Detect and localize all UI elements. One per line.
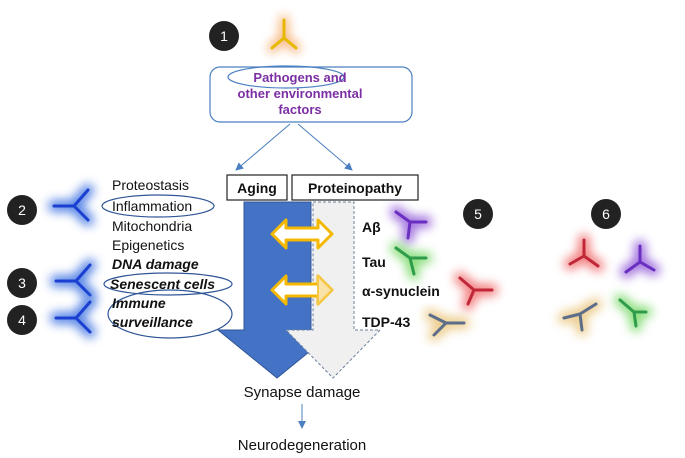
badge-4: 4 [7, 305, 37, 335]
aging-factors-list: Proteostasis Inflammation Mitochondria E… [101, 177, 233, 339]
pathogens-line3: factors [278, 102, 321, 117]
badge-1-label: 1 [220, 28, 228, 44]
factor-senescent-cells: Senescent cells [110, 276, 215, 292]
protein-asyn: α-synuclein [362, 283, 440, 299]
badge-3-label: 3 [18, 275, 26, 291]
antibody-icon-combo-red [564, 234, 604, 272]
double-arrow-bottom [270, 274, 334, 306]
badge-1: 1 [209, 21, 239, 51]
connector-to-aging [235, 123, 291, 171]
antibody-icon-combo-purple [620, 240, 660, 278]
antibody-icon-green [390, 242, 432, 280]
antibody-icon-blue-inflammation [48, 184, 94, 226]
pathogens-box: Pathogens and other environmental factor… [209, 65, 413, 123]
badge-5-label: 5 [474, 206, 482, 222]
antibody-combo-group [558, 234, 660, 336]
badge-6: 6 [591, 199, 621, 229]
antibody-icon-combo-grey [558, 298, 602, 336]
aging-label: Aging [237, 180, 277, 196]
proteinopathy-box: Proteinopathy [291, 174, 419, 201]
antibody-icon-purple [390, 206, 432, 244]
protein-list: Aβ Tau α-synuclein TDP-43 [362, 219, 440, 330]
protein-abeta: Aβ [362, 219, 381, 235]
pathogens-line1: Pathogens and [253, 70, 346, 85]
inflammation-highlight [101, 194, 215, 218]
outcome-synapse-damage: Synapse damage [244, 384, 361, 401]
aging-box: Aging [226, 174, 288, 201]
badge-3: 3 [7, 268, 37, 298]
protein-tdp43: TDP-43 [362, 314, 410, 330]
senescent-highlight [103, 272, 233, 296]
badge-5: 5 [463, 199, 493, 229]
factor-inflammation: Inflammation [112, 198, 192, 214]
antibody-icon-red [454, 272, 498, 310]
connector-to-proteinopathy [297, 123, 353, 171]
protein-tau: Tau [362, 254, 386, 270]
factor-immune-line1: Immune [112, 295, 166, 311]
factor-proteostasis: Proteostasis [112, 177, 189, 193]
pathogens-line2: other environmental [238, 86, 363, 101]
badge-2-label: 2 [18, 202, 26, 218]
factor-immune-line2: surveillance [112, 314, 193, 330]
antibody-icon-blue-senescent [50, 259, 96, 301]
badge-2: 2 [7, 195, 37, 225]
antibody-icon-yellow [267, 15, 301, 53]
outcome-neurodegeneration: Neurodegeneration [238, 437, 366, 454]
proteinopathy-label: Proteinopathy [308, 180, 402, 196]
badge-6-label: 6 [602, 206, 610, 222]
immune-highlight [107, 289, 233, 339]
antibody-icon-combo-green [614, 294, 652, 332]
double-arrow-top [270, 218, 334, 250]
antibody-icon-grey [424, 309, 470, 341]
factor-mitochondria: Mitochondria [112, 218, 192, 234]
factor-dna-damage: DNA damage [112, 256, 199, 272]
antibody-icon-blue-immune [50, 296, 96, 338]
badge-4-label: 4 [18, 312, 26, 328]
factor-epigenetics: Epigenetics [112, 237, 184, 253]
